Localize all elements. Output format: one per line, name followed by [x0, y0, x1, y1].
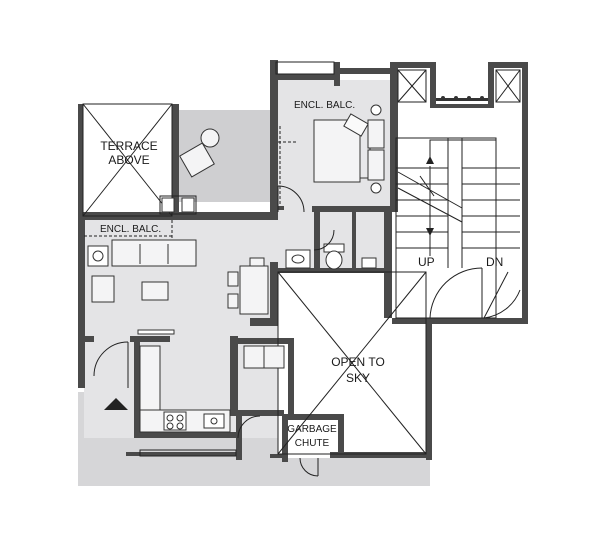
utility-fixtures	[243, 345, 285, 369]
door-swings	[93, 185, 335, 477]
open-to-sky-label-line2: SKY	[346, 371, 370, 385]
garbage-chute-label-line1: GARBAGE	[287, 424, 337, 435]
kitchen-sink-icon	[203, 413, 225, 429]
terrace-label-line1: TERRACE	[100, 139, 157, 153]
garbage-chute-label-line2: CHUTE	[295, 438, 330, 449]
tv-unit	[137, 329, 175, 335]
toilet-icon	[323, 243, 345, 270]
stair-up-label: UP	[418, 255, 435, 269]
railing-posts	[436, 96, 488, 101]
sofa-icon	[87, 239, 197, 303]
sink-icon	[285, 249, 377, 269]
bed-icon	[313, 104, 385, 194]
open-to-sky-label-line1: OPEN TO	[331, 355, 385, 369]
encl-balc-top-label: ENCL. BALC.	[294, 100, 355, 111]
stair-treads	[395, 137, 520, 319]
stair-arrow-icon	[426, 156, 434, 236]
coffee-table	[141, 281, 169, 301]
walls	[78, 60, 528, 462]
stair-door-swings	[429, 267, 521, 319]
room-labels: TERRACE ABOVE ENCL. BALC. ENCL. BALC. UP…	[100, 100, 503, 449]
stair-dn-label: DN	[486, 255, 503, 269]
entry-arrow-icon	[104, 398, 128, 410]
planter-boxes	[161, 197, 195, 213]
stove-icon	[163, 411, 187, 431]
terrace-label-line2: ABOVE	[108, 153, 149, 167]
encl-balc-left-label: ENCL. BALC.	[100, 224, 161, 235]
outline-lines	[82, 61, 521, 457]
chair-icon	[179, 128, 220, 178]
dining-table-icon	[227, 257, 269, 315]
